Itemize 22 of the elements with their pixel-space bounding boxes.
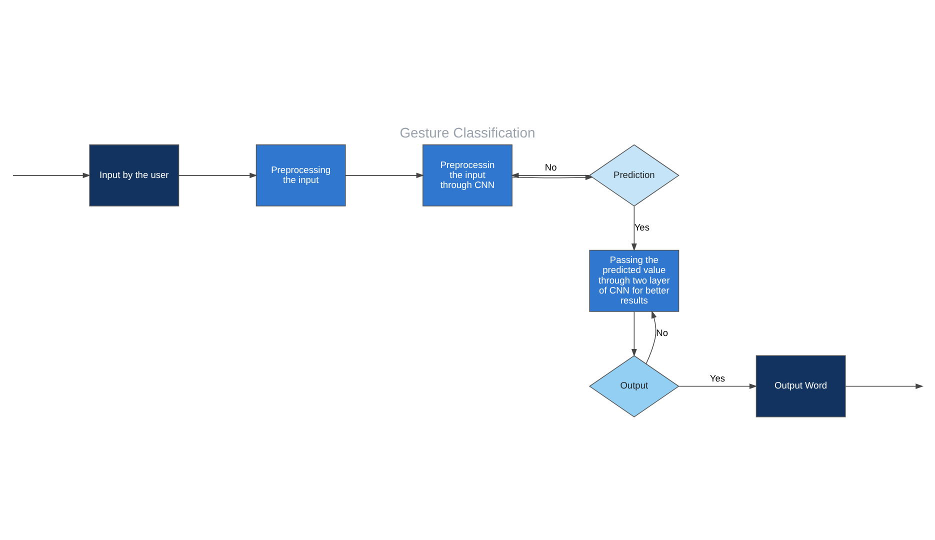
node-box: Passing the predicted value through two layer of CNN for better results (589, 250, 680, 312)
node-box: Output Word (756, 355, 846, 418)
arrow (512, 174, 594, 180)
node-box: Input by the user (89, 144, 180, 206)
edge-label: No (544, 162, 557, 172)
edge-label: Yes (634, 222, 650, 233)
arrow (678, 384, 758, 389)
arrow (646, 310, 657, 364)
node-diamond: Prediction (588, 144, 680, 207)
diagram-title: Gesture Classification (400, 124, 536, 140)
arrow (511, 172, 590, 178)
edge-label: No (656, 328, 668, 338)
node-box: Preprocessing the input (256, 144, 346, 206)
arrow (178, 172, 258, 178)
arrow (845, 384, 924, 389)
edge-label: Yes (710, 373, 726, 384)
arrow (12, 172, 91, 178)
arrow (631, 311, 637, 357)
node-diamond: Output (588, 355, 680, 418)
node-box: Preprocessin the input through CNN (422, 144, 512, 206)
arrow (345, 172, 424, 178)
arrow (631, 206, 637, 252)
